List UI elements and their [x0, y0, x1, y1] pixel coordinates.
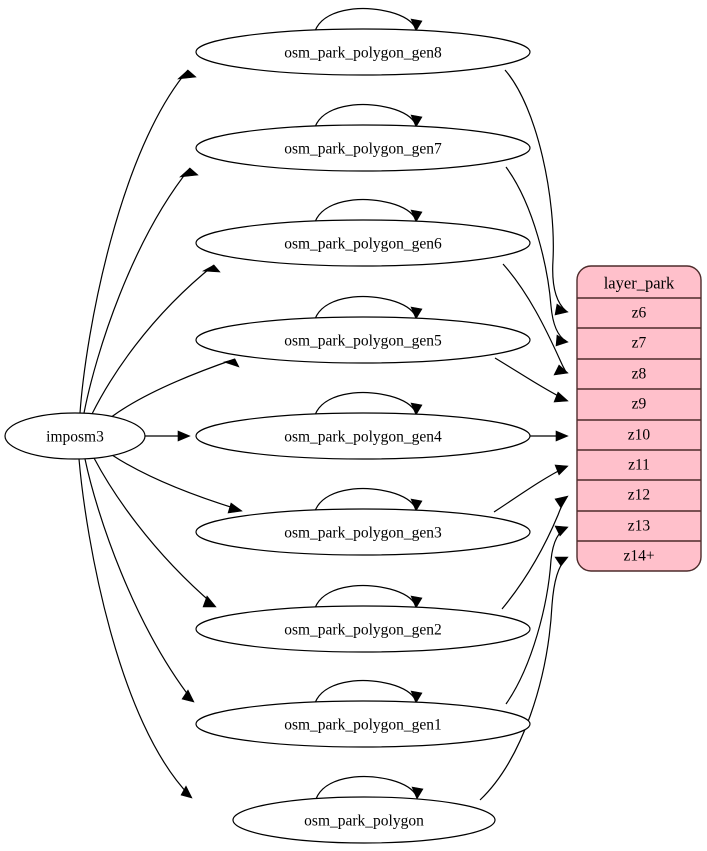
arrowhead-imposm3-to-gen3	[227, 502, 243, 514]
arrowhead-gen5-to-z9	[553, 391, 569, 403]
edge-imposm3-to-gen7	[83, 167, 191, 414]
arrowhead-gen8-to-z6	[554, 303, 569, 316]
edge-gen3-self-loop	[314, 488, 417, 512]
arrowhead-gen7-self-loop	[410, 114, 423, 128]
arrowhead-imposm3-to-gen4	[177, 430, 191, 442]
arrowhead-gen1-self-loop	[410, 690, 423, 704]
node-osm-park-polygon[interactable]: osm_park_polygon	[232, 796, 496, 844]
node-gen4-label: osm_park_polygon_gen4	[284, 429, 442, 446]
arrowhead-gen4-self-loop	[410, 402, 423, 416]
arrowhead-imposm3-to-gen5	[222, 358, 240, 368]
arrowhead-gen8-self-loop	[410, 18, 423, 32]
arrowhead-gen3-self-loop	[410, 498, 423, 512]
arrowhead-imposm3-to-gen1	[181, 689, 195, 703]
edge-imposm3-to-gen1	[84, 458, 193, 701]
node-gen2-label: osm_park_polygon_gen2	[284, 622, 442, 639]
edge-base-to-z14plus	[479, 558, 567, 801]
arrowhead-imposm3-to-gen6	[201, 264, 221, 273]
edge-group-self-loops	[314, 8, 424, 800]
table-row-z11-label[interactable]: z11	[628, 457, 650, 474]
edge-gen8-self-loop	[314, 8, 417, 32]
node-imposm3-shape[interactable]	[4, 412, 146, 460]
arrowhead-gen6-self-loop	[410, 209, 423, 223]
node-gen7-shape[interactable]	[195, 124, 531, 172]
table-row-z7-label[interactable]: z7	[632, 335, 647, 352]
edge-imposm3-to-gen5	[109, 358, 236, 419]
node-gen4-shape[interactable]	[195, 412, 531, 460]
node-gen5-shape[interactable]	[195, 316, 531, 364]
arrowhead-gen4-to-z10	[555, 430, 569, 442]
node-base-shape[interactable]	[232, 796, 496, 844]
layer-park-table-body	[576, 265, 702, 572]
arrowhead-imposm3-to-gen2	[202, 595, 217, 608]
table-row-z13-label[interactable]: z13	[628, 518, 651, 535]
node-osm-park-polygon-gen6[interactable]: osm_park_polygon_gen6	[195, 219, 531, 267]
node-osm-park-polygon-gen1[interactable]: osm_park_polygon_gen1	[195, 700, 531, 748]
node-gen6-shape[interactable]	[195, 219, 531, 267]
node-osm-park-polygon-gen3[interactable]: osm_park_polygon_gen3	[195, 508, 531, 556]
edge-gen1-to-z13	[505, 527, 567, 705]
node-gen1-label: osm_park_polygon_gen1	[284, 717, 442, 734]
table-row-z10-label[interactable]: z10	[628, 427, 651, 444]
arrowhead-gen2-self-loop	[410, 595, 423, 609]
arrowhead-imposm3-to-gen8	[177, 69, 197, 80]
table-row-z12-label[interactable]: z12	[628, 487, 650, 504]
table-row-z8-label[interactable]: z8	[632, 366, 647, 383]
edge-gen4-self-loop	[314, 392, 417, 416]
edge-imposm3-to-gen3	[111, 454, 241, 511]
edge-gen3-to-z11	[493, 466, 567, 513]
node-gen3-label: osm_park_polygon_gen3	[284, 525, 442, 542]
node-gen8-label: osm_park_polygon_gen8	[284, 45, 442, 62]
arrowhead-gen3-to-z11	[554, 464, 569, 476]
edge-imposm3-to-gen2	[93, 457, 215, 606]
edge-gen6-to-z8	[502, 263, 567, 373]
node-osm-park-polygon-gen7[interactable]: osm_park_polygon_gen7	[195, 124, 531, 172]
node-gen2-shape[interactable]	[195, 605, 531, 653]
node-gen3-shape[interactable]	[195, 508, 531, 556]
table-row-z9-label[interactable]: z9	[632, 396, 647, 413]
arrowhead-gen6-to-z8	[553, 364, 569, 376]
edge-imposm3-to-base	[78, 458, 191, 797]
edge-gen7-to-z7	[505, 166, 567, 342]
node-gen7-label: osm_park_polygon_gen7	[284, 141, 442, 158]
edge-gen2-to-z12	[501, 497, 567, 610]
node-osm-park-polygon-gen2[interactable]: osm_park_polygon_gen2	[195, 605, 531, 653]
edge-imposm3-to-gen8	[79, 69, 189, 414]
edge-gen1-self-loop	[314, 680, 417, 704]
arrowhead-imposm3-to-base	[180, 785, 193, 799]
node-imposm3[interactable]: imposm3	[4, 412, 146, 460]
node-osm-park-polygon-gen8[interactable]: osm_park_polygon_gen8	[195, 28, 531, 76]
arrowhead-gen1-to-z13	[554, 525, 569, 537]
edge-group-source-to-nodes	[78, 69, 243, 799]
edge-base-self-loop	[315, 776, 418, 800]
table-row-z14plus-label[interactable]: z14+	[623, 548, 654, 565]
node-osm-park-polygon-gen4[interactable]: osm_park_polygon_gen4	[195, 412, 531, 460]
arrowhead-gen7-to-z7	[555, 334, 569, 347]
edge-gen7-self-loop	[314, 104, 417, 128]
table-row-z6-label[interactable]: z6	[632, 305, 647, 322]
node-base-label: osm_park_polygon	[304, 813, 424, 830]
node-imposm3-label: imposm3	[46, 429, 104, 446]
node-gen1-shape[interactable]	[195, 700, 531, 748]
edge-gen5-to-z9	[494, 357, 567, 401]
layer-park-table-title: layer_park	[604, 274, 675, 293]
layer-park-table[interactable]: layer_park z6 z7 z8 z9 z10 z11 z12 z13 z…	[576, 265, 702, 572]
arrowhead-base-self-loop	[411, 786, 424, 800]
node-osm-park-polygon-gen5[interactable]: osm_park_polygon_gen5	[195, 316, 531, 364]
node-gen8-shape[interactable]	[195, 28, 531, 76]
arrowhead-gen5-self-loop	[410, 306, 423, 320]
edge-imposm3-to-gen6	[91, 264, 215, 415]
edge-gen8-to-z6	[504, 69, 567, 312]
node-gen5-label: osm_park_polygon_gen5	[284, 333, 442, 350]
edge-group-nodes-to-table	[479, 69, 569, 801]
edge-gen6-self-loop	[314, 199, 417, 223]
node-gen6-label: osm_park_polygon_gen6	[284, 236, 442, 253]
arrowhead-imposm3-to-gen7	[179, 167, 199, 178]
edge-gen5-self-loop	[314, 296, 417, 320]
arrowhead-base-to-z14plus	[554, 556, 569, 567]
arrowhead-gen2-to-z12	[554, 495, 569, 509]
edge-gen2-self-loop	[314, 585, 417, 609]
